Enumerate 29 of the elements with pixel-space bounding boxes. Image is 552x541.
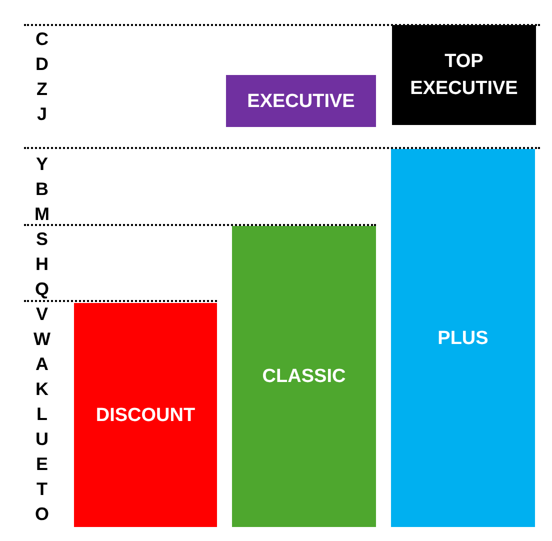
fare-box [226,75,376,127]
class-letter: Y [34,154,49,174]
class-letter: D [34,54,50,74]
fare-box [74,303,217,527]
class-letter: L [36,404,48,424]
class-letter: C [34,29,50,49]
class-letter: H [34,254,50,274]
class-letter: W [33,329,51,349]
class-letter: E [34,454,49,474]
class-letter: J [36,104,48,124]
fare-name: TOP EXECUTIVE [409,50,519,101]
fare-box [391,149,535,527]
class-letter: K [34,379,50,399]
fare-name: DISCOUNT [96,404,196,428]
fare-box [392,25,536,125]
class-letter: Q [34,279,50,299]
class-letter: O [34,504,50,524]
fare-name: EXECUTIVE [247,90,355,114]
class-letter: V [34,304,49,324]
fare-box [232,226,376,527]
class-letter: T [36,479,48,499]
class-letter: Z [36,79,48,99]
class-letter: M [34,204,50,224]
class-letter: U [34,429,50,449]
fare-name: PLUS [438,326,488,350]
fare-name: CLASSIC [262,365,346,389]
class-letter: A [34,354,50,374]
class-letter: S [34,229,49,249]
class-letter: B [34,179,50,199]
